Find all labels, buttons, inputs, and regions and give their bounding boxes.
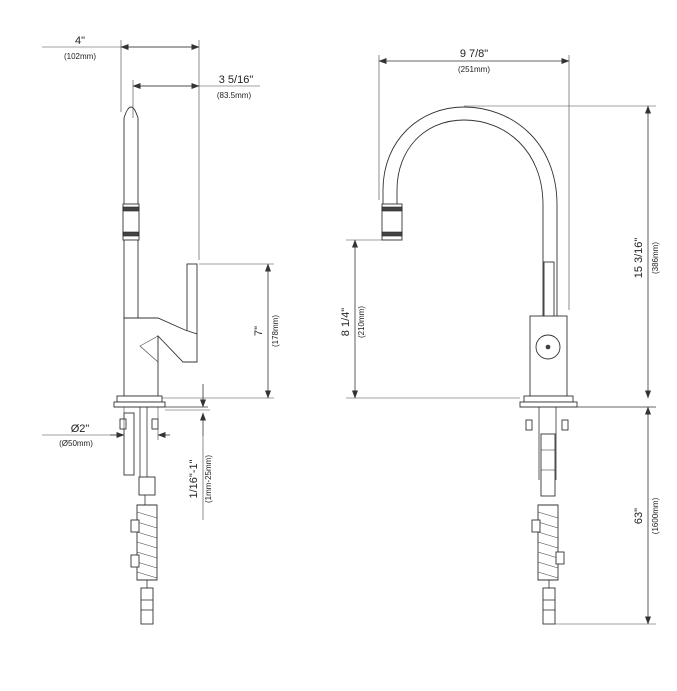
handle-height-metric: (178mm) [271, 315, 280, 347]
side-base-plate [116, 395, 163, 403]
side-mounting-shank [123, 412, 135, 476]
handle-height-label: 7" [253, 326, 265, 336]
front-width-metric: (251mm) [458, 65, 490, 74]
side-width-metric: (102mm) [64, 52, 96, 61]
total-height-metric: (386mm) [651, 242, 660, 274]
aerator-height-label: 8 1/4" [340, 308, 352, 336]
total-height-label: 15 3/16" [633, 238, 645, 279]
side-hose-connector [138, 476, 156, 496]
front-hose-connector [540, 433, 556, 497]
front-hose-end [542, 587, 556, 625]
front-gooseneck-spout [382, 106, 558, 319]
front-weight-spring [531, 504, 565, 581]
front-width-label: 9 7/8" [460, 48, 488, 60]
hose-length-metric: (1600mm) [651, 497, 660, 534]
side-aerator-band [122, 203, 140, 241]
hole-diameter-metric: (Ø50mm) [59, 439, 93, 448]
deck-thickness-metric: (1mm-25mm) [204, 455, 213, 503]
front-base-plate [523, 395, 574, 403]
aerator-height-metric: (210mm) [357, 306, 366, 338]
spout-reach-metric: (83.5mm) [217, 91, 252, 100]
side-width-label: 4" [75, 35, 85, 47]
spout-reach-label: 3 5/16" [219, 74, 254, 86]
front-handle-lever [543, 261, 555, 323]
hose-length-label: 63" [633, 508, 645, 524]
side-handle-lever [186, 263, 198, 335]
deck-thickness-label: 1/16"-1" [188, 459, 200, 498]
side-view: 4" (102mm) 3 5/16" (83.5mm) 7" (178mm) Ø… [42, 35, 280, 625]
side-weight-spring [130, 504, 158, 581]
front-view: 9 7/8" (251mm) 15 3/16" (386mm) 8 1/4" (… [340, 48, 660, 625]
side-hose-end [140, 587, 154, 625]
hole-diameter-label: Ø2" [71, 423, 90, 435]
side-body [123, 317, 198, 397]
